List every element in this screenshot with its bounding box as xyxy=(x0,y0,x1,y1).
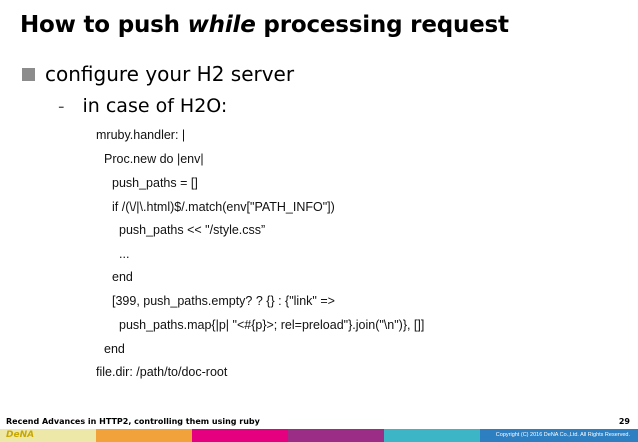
color-bar-segment xyxy=(96,429,192,442)
color-bar-segment xyxy=(192,429,288,442)
code-line: end xyxy=(112,270,133,284)
copyright-notice: Copyright (C) 2016 DeNA Co.,Ltd. All Rig… xyxy=(495,432,630,438)
code-line: mruby.handler: | xyxy=(96,128,186,142)
title-text-end: processing request xyxy=(255,12,509,38)
dena-logo: DeNA xyxy=(6,430,35,440)
square-bullet-icon xyxy=(22,67,35,81)
color-bar-segment xyxy=(0,429,96,442)
code-line: [399, push_paths.empty? ? {} : {"link" =… xyxy=(112,294,335,308)
footer-title: Recend Advances in HTTP2, controlling th… xyxy=(6,417,260,426)
code-line: Proc.new do |env| xyxy=(104,152,204,166)
bullet-text: configure your H2 server xyxy=(45,62,295,86)
color-bar-segment xyxy=(480,429,638,442)
page-number: 29 xyxy=(618,417,630,426)
code-line: ... xyxy=(119,247,130,261)
sub-bullet-text: in case of H2O: xyxy=(82,95,228,117)
code-line: push_paths << "/style.css” xyxy=(119,223,266,237)
code-line: file.dir: /path/to/doc-root xyxy=(96,365,228,379)
title-emphasis: while xyxy=(187,12,256,38)
code-line: push_paths.map{|p| "<#{p}>; rel=preload"… xyxy=(119,318,425,332)
footer-color-bar xyxy=(0,429,638,442)
code-line: if /(\/|\.html)$/.match(env["PATH_INFO"]… xyxy=(112,200,335,214)
code-line: push_paths = [] xyxy=(112,176,198,190)
title-text-start: How to push xyxy=(20,12,188,38)
color-bar-segment xyxy=(384,429,480,442)
slide-title: How to push while processing request xyxy=(20,12,620,38)
color-bar-segment xyxy=(288,429,384,442)
sub-bullet-item: - in case of H2O: xyxy=(58,95,227,117)
bullet-item: configure your H2 server xyxy=(22,62,294,86)
dash-bullet-icon: - xyxy=(58,95,65,117)
code-line: end xyxy=(104,342,125,356)
